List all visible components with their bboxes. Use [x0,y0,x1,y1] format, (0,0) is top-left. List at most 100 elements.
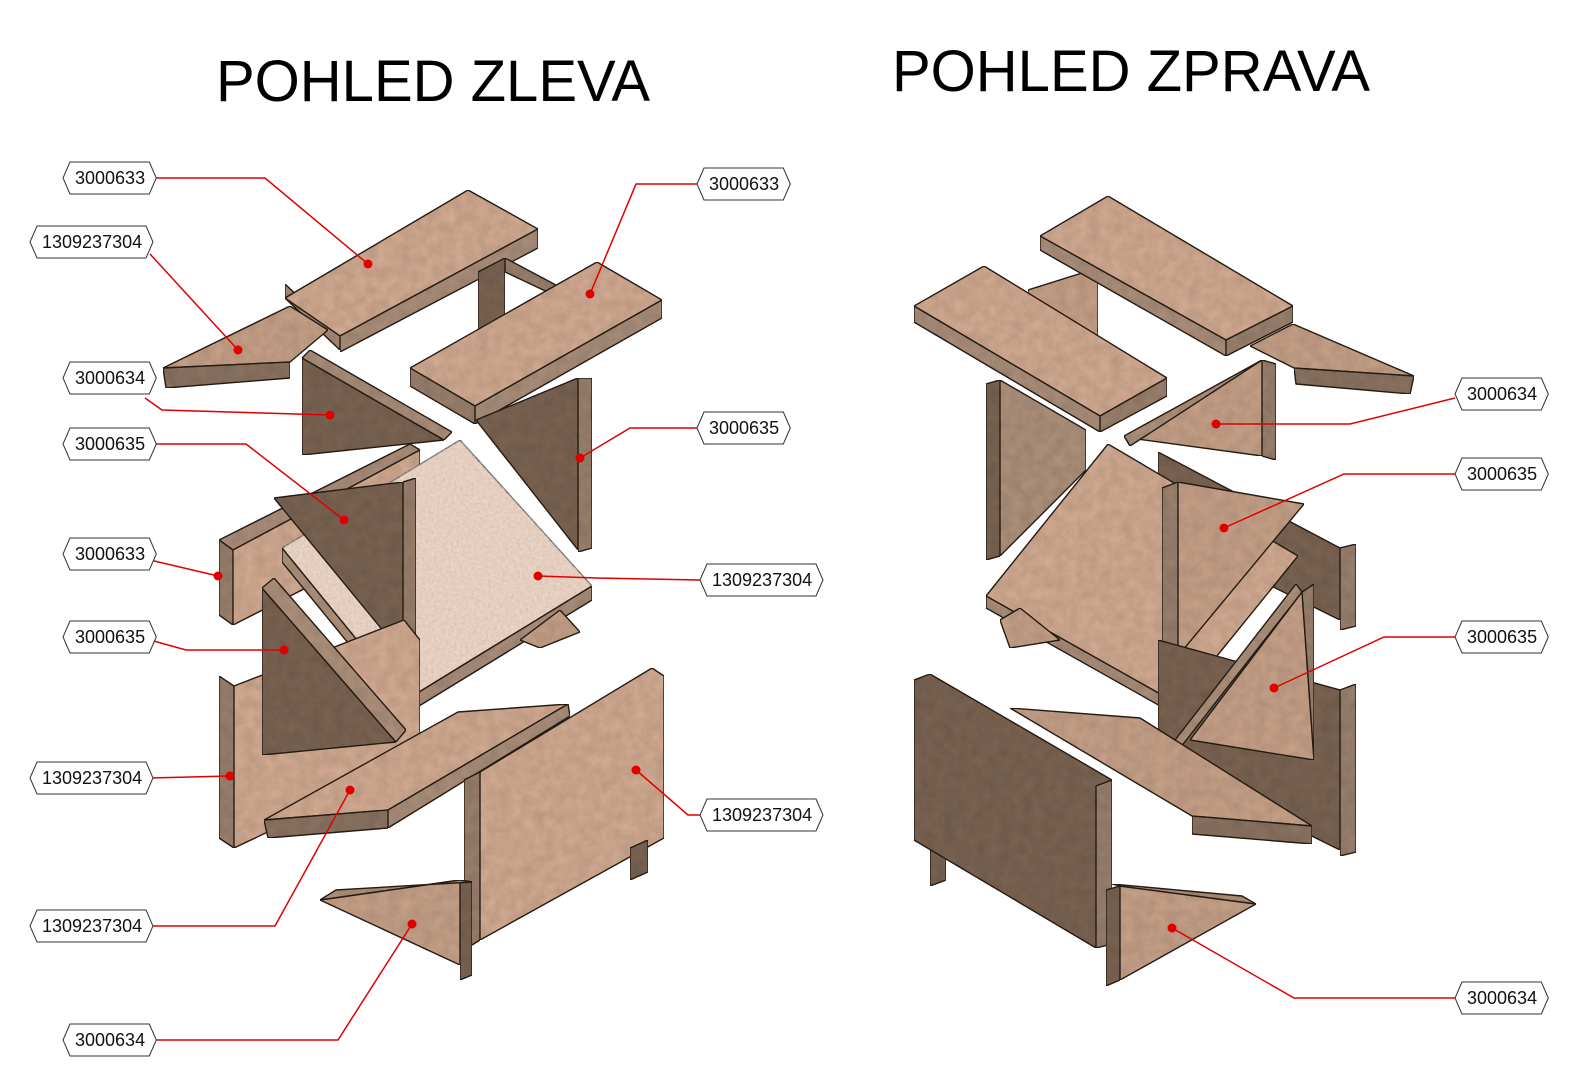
triangle-plate-lower [261,577,407,756]
leader-line [149,559,219,577]
part-number-label: 3000634 [1467,988,1537,1008]
callout-r1: 3000634 [1211,377,1549,429]
part-tag-box [62,161,157,195]
part-number-label: 3000635 [75,434,145,454]
callout-layer: 3000633 1309237304 3000634 3000635 3000633 30… [29,161,1549,1057]
leader-line [589,183,697,295]
callout-r4: 3000634 [1167,923,1549,1015]
leader-dot [1269,683,1279,693]
leader-line [1216,397,1456,425]
part-tag-box [699,563,824,597]
leader-line [635,769,700,816]
wedge-floor-slab [263,703,571,839]
leader-dot [533,571,543,581]
right-view-title: POHLED ZPRAVA [892,39,1371,104]
part-tag-box [29,225,154,259]
triangle-plate-bottom [319,879,473,981]
part-tag-box [62,427,157,461]
r-slab-left [913,265,1168,433]
callout-l13: 1309237304 [631,765,824,832]
part-tag-box [62,537,157,571]
part-tag-box [62,361,157,395]
leader-line [1223,473,1455,529]
callout-l2: 1309237304 [29,225,243,355]
part-number-label: 3000634 [75,368,145,388]
part-number-label: 1309237304 [712,805,812,825]
callout-l7: 1309237304 [29,761,235,795]
leader-dot [233,345,243,355]
leader-line [149,775,231,779]
part-number-label: 1309237304 [42,916,142,936]
leader-line [150,443,345,521]
right-view-assembly [913,195,1415,987]
part-number-label: 3000635 [1467,627,1537,647]
slab-top-long [284,189,539,353]
leader-dot [363,259,373,269]
part-tag-box [62,620,157,654]
leader-dot [213,571,223,581]
part-tag-box [29,909,154,943]
part-number-label: 3000634 [1467,384,1537,404]
callout-l12: 1309237304 [533,563,824,597]
part-number-label: 1309237304 [712,570,812,590]
leader-line [537,575,701,581]
leader-line [144,397,331,416]
callout-l1: 3000633 [62,161,373,269]
leader-line [150,923,413,1041]
part-number-label: 3000633 [75,168,145,188]
leader-line [149,253,239,351]
r-wedge-floor [1009,707,1313,845]
leader-dot [339,515,349,525]
triangle-plate-upper [301,349,453,456]
part-number-label: 3000633 [75,544,145,564]
r-triangle-upper [1123,359,1277,461]
callout-l6: 3000635 [62,620,289,655]
part-tag-box [29,761,154,795]
callout-r3: 3000635 [1269,620,1549,693]
r-plate-left-vertical [985,379,1087,561]
part-number-label: 1309237304 [42,232,142,252]
triangle-plate-right [475,377,593,553]
leader-line [149,639,284,651]
part-tag-box [696,167,791,201]
leader-line [150,789,351,927]
part-tag-box [699,798,824,832]
part-number-label: 3000633 [709,174,779,194]
part-tag-box [1454,981,1549,1015]
leader-dot [345,785,355,795]
part-tag-box [696,411,791,445]
leader-dot [1219,523,1229,533]
callout-r2: 3000635 [1219,457,1549,533]
leader-dot [631,765,641,775]
leader-dot [325,410,335,420]
part-number-label: 1309237304 [42,768,142,788]
part-tag-box [62,1023,157,1057]
r-triangle-middle [1161,481,1305,665]
leader-dot [1167,923,1177,933]
leader-dot [585,289,595,299]
part-tag-box [1454,457,1549,491]
part-number-label: 3000635 [75,627,145,647]
part-number-label: 3000635 [1467,464,1537,484]
leader-line [579,427,697,459]
left-view-assembly [162,189,665,981]
callout-l4: 3000635 [62,427,349,525]
callout-l5: 3000633 [62,537,223,581]
leader-line [1273,636,1455,689]
part-number-label: 3000634 [75,1030,145,1050]
callout-l10: 3000633 [585,167,791,299]
callout-l9: 3000634 [62,919,417,1057]
part-tag-box [1454,620,1549,654]
r-triangle-bottom [1105,883,1257,987]
slab-top-right [409,261,663,425]
leader-dot [279,645,289,655]
leader-line [1171,927,1455,999]
leader-dot [1211,419,1221,429]
left-view-title: POHLED ZLEVA [216,49,651,114]
wedge-top-left [162,305,329,389]
r-slab-top-long [1039,195,1294,357]
part-tag-box [1454,377,1549,411]
leader-dot [575,453,585,463]
